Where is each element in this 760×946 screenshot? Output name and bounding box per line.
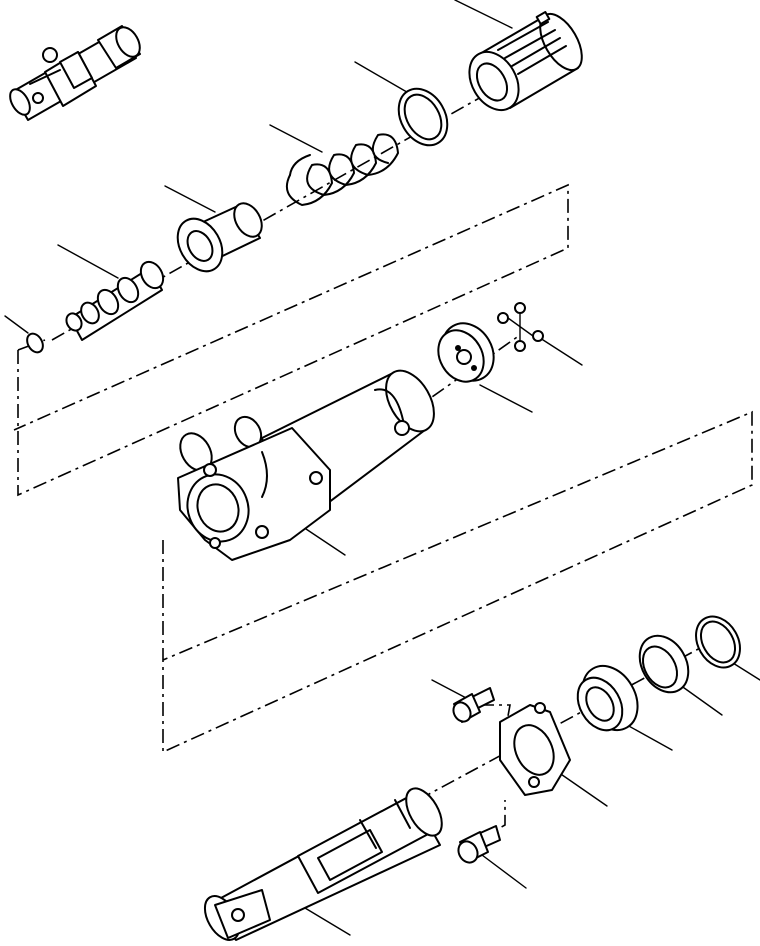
bolt-upper-part (452, 687, 495, 723)
piston-rod-part (203, 787, 443, 941)
balls-part (497, 302, 544, 352)
seal-part (576, 665, 639, 732)
backup-ring-part (638, 634, 690, 694)
sleeve-nut-part (468, 11, 583, 112)
bolt-lower-part (457, 825, 501, 864)
gasket-flange-part (499, 702, 571, 796)
o-ring-upper-part (397, 87, 449, 147)
spool-end-part (9, 25, 141, 121)
spring-seat-part (176, 202, 263, 273)
o-ring-small-part (26, 332, 44, 354)
spring-part (286, 133, 399, 206)
retainer-plate-part (437, 322, 495, 383)
o-ring-right-part (695, 615, 741, 669)
spool-part (65, 260, 165, 341)
valve-body-part (177, 369, 435, 561)
leader-lines (4, 0, 760, 936)
